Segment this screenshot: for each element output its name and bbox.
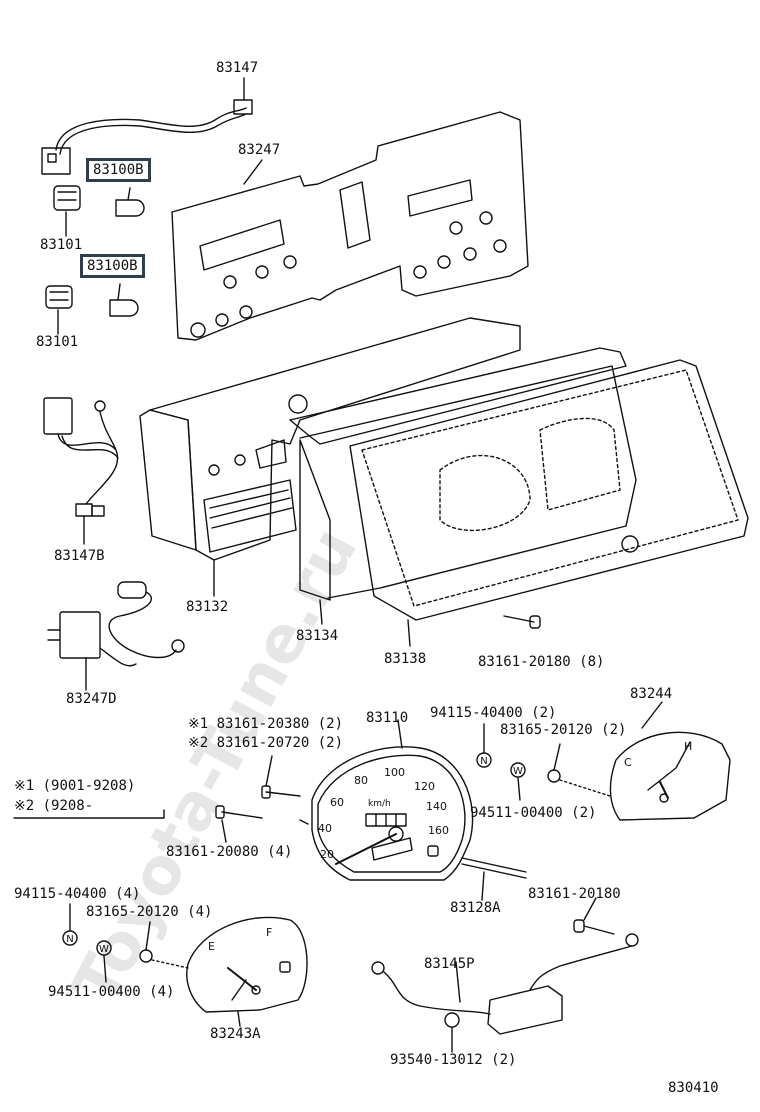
label-83132: 83132 — [186, 599, 229, 615]
label-83161-20180: 83161-20180 — [528, 886, 621, 902]
figure-code: 830410 — [668, 1080, 719, 1096]
label-83145p: 83145P — [424, 956, 475, 972]
label-83100b-highlighted-1: 83100B — [86, 158, 151, 182]
label-83110: 83110 — [366, 710, 409, 726]
label-83147: 83147 — [216, 60, 259, 76]
speed-mark-140: 140 — [426, 800, 447, 813]
label-93540: 93540-13012 (2) — [390, 1052, 517, 1068]
temp-c-mark: C — [624, 756, 632, 769]
label-83165-bottom: 83165-20120 (4) — [86, 904, 213, 920]
watermark-text: Toyota-Tune.ru — [59, 516, 372, 1017]
label-94511-top: 94511-00400 (2) — [470, 805, 597, 821]
label-83134: 83134 — [296, 628, 339, 644]
temp-h-mark: H — [684, 740, 692, 753]
speed-mark-80: 80 — [354, 774, 368, 787]
label-94115-bottom: 94115-40400 (4) — [14, 886, 141, 902]
speed-mark-160: 160 — [428, 824, 449, 837]
washer-w-letter: W — [513, 766, 523, 777]
fuel-f-mark: F — [266, 926, 272, 939]
label-note1-part: ※1 83161-20380 (2) — [188, 716, 344, 732]
label-83138: 83138 — [384, 651, 427, 667]
label-83247: 83247 — [238, 142, 281, 158]
nut-n-letter: N — [480, 756, 487, 767]
label-note2-part: ※2 83161-20720 (2) — [188, 735, 344, 751]
label-83244: 83244 — [630, 686, 673, 702]
label-83161-20180-8: 83161-20180 (8) — [478, 654, 605, 670]
label-83147b: 83147B — [54, 548, 105, 564]
label-83243a: 83243A — [210, 1026, 261, 1042]
speed-mark-100: 100 — [384, 766, 405, 779]
note-line-2: ※2 (9208- — [14, 798, 94, 814]
label-83101-1: 83101 — [40, 237, 83, 253]
applicability-notes: ※1 (9001-9208) ※2 (9208- — [14, 778, 166, 818]
label-83100b-highlighted-2: 83100B — [80, 254, 145, 278]
speed-mark-120: 120 — [414, 780, 435, 793]
label-83101-2: 83101 — [36, 334, 79, 350]
washer-w-letter-bottom: W — [99, 944, 109, 955]
speed-mark-40: 40 — [318, 822, 332, 835]
speed-mark-20: 20 — [320, 848, 334, 861]
label-83247d: 83247D — [66, 691, 117, 707]
fuel-e-mark: E — [208, 940, 215, 953]
label-83161-20080: 83161-20080 (4) — [166, 844, 293, 860]
label-94115-top: 94115-40400 (2) — [430, 705, 557, 721]
note-line-1: ※1 (9001-9208) — [14, 778, 136, 794]
label-83128a: 83128A — [450, 900, 501, 916]
speed-unit: km/h — [368, 799, 391, 809]
label-94511-bottom: 94511-00400 (4) — [48, 984, 175, 1000]
speed-mark-60: 60 — [330, 796, 344, 809]
label-83165-top: 83165-20120 (2) — [500, 722, 627, 738]
nut-n-letter-bottom: N — [66, 934, 73, 945]
